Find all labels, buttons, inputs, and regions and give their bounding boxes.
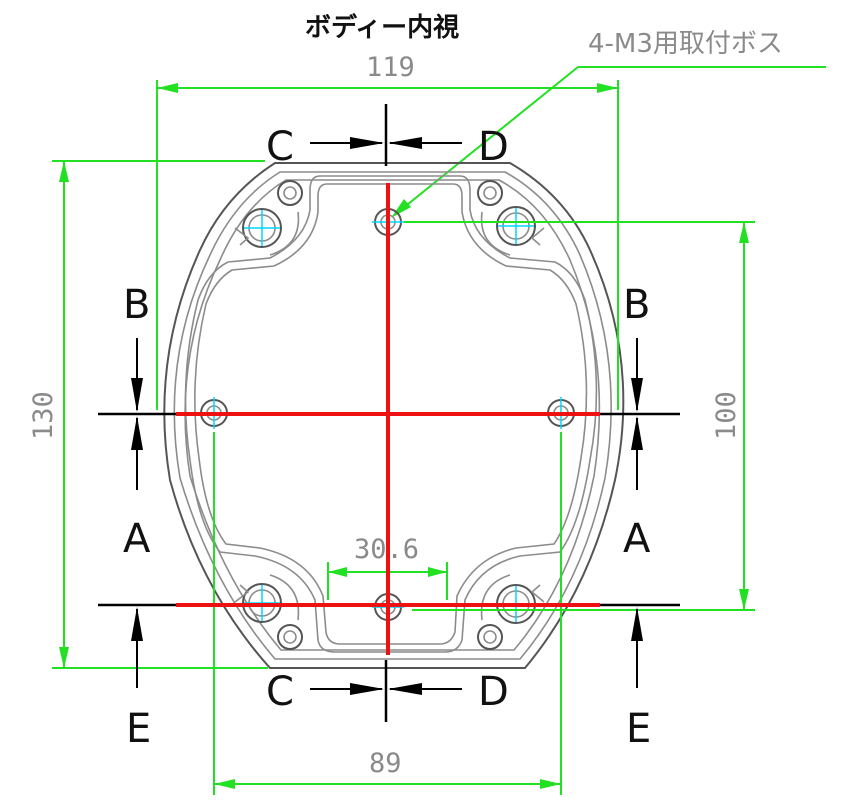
section-lines <box>176 183 600 655</box>
boss-note-label: 4-M3用取付ボス <box>588 29 783 59</box>
dimension-height-130: 130 <box>28 160 268 669</box>
section-letters: C D C D B B A A E E <box>123 124 651 752</box>
section-label-d-bottom: D <box>478 669 509 715</box>
corner-boss-bottom-right <box>477 574 545 650</box>
dimension-width-119: 119 <box>156 52 619 410</box>
section-arrows-c-d-top <box>310 137 462 149</box>
section-label-e-left: E <box>126 706 151 752</box>
section-label-b-right: B <box>623 282 650 328</box>
dimension-width-89: 89 <box>213 432 562 795</box>
section-label-a-left: A <box>123 516 151 562</box>
section-label-b-left: B <box>123 282 150 328</box>
section-arrows-e <box>131 607 643 688</box>
dimension-130-label: 130 <box>28 391 59 440</box>
section-label-c-top: C <box>266 124 294 170</box>
boss-note-leader: 4-M3用取付ボス <box>391 29 826 218</box>
dimension-119-label: 119 <box>366 52 415 83</box>
cutting-plane-lines <box>98 104 680 722</box>
section-arrows-c-d-bottom <box>310 683 462 695</box>
dimension-height-100: 100 <box>404 221 755 611</box>
section-label-a-right: A <box>623 516 651 562</box>
section-label-c-bottom: C <box>266 669 294 715</box>
drawing-title: ボディー内視 <box>305 12 459 43</box>
dimension-100-label: 100 <box>711 391 742 440</box>
section-arrows-a-b-right <box>631 338 643 490</box>
corner-boss-top-right <box>477 180 545 256</box>
dimension-89-label: 89 <box>369 748 402 779</box>
section-label-d-top: D <box>478 124 509 170</box>
section-label-e-right: E <box>626 706 651 752</box>
section-arrows-a-b-left <box>131 338 143 490</box>
